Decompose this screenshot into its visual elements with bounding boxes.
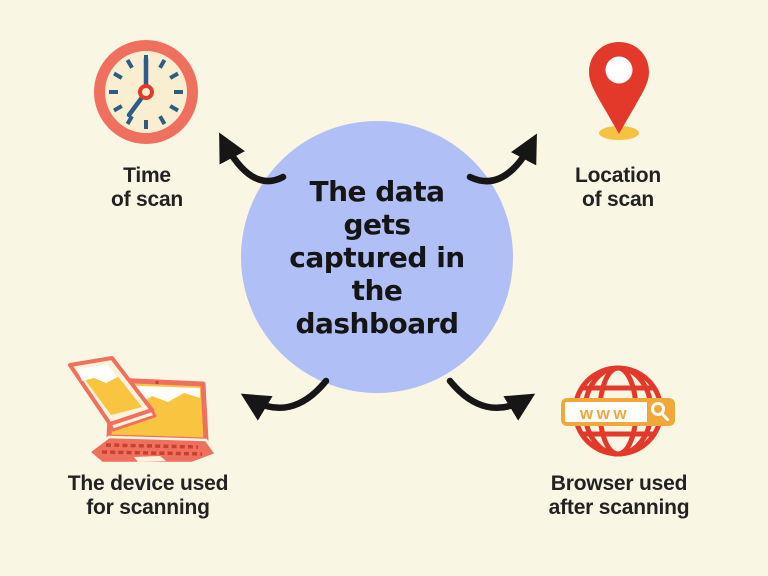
location-label-line-1: Location	[575, 164, 661, 187]
clock-icon	[94, 40, 198, 144]
location-label-line-2: of scan	[581, 188, 655, 211]
arrow-to-time	[219, 132, 287, 185]
device-label-line-2: for scanning	[86, 496, 210, 519]
device-used-label: The device used for scanning	[47, 472, 249, 520]
browser-label-line-1: Browser used	[550, 472, 688, 495]
time-label-line-1: Time	[123, 164, 171, 187]
laptop-icon	[68, 356, 218, 465]
arrow-to-device	[240, 377, 330, 421]
time-of-scan-label: Time of scan	[67, 164, 227, 212]
arrow-to-browser	[446, 377, 536, 421]
central-title-line-5: dashboard	[295, 306, 459, 340]
central-title-line-3: captured in	[289, 240, 465, 274]
central-title-line-2: gets	[343, 207, 411, 241]
browser-used-label: Browser used after scanning	[518, 472, 720, 520]
central-title-line-1: The data	[309, 174, 445, 208]
time-label-line-2: of scan	[110, 188, 184, 211]
central-circle: The data gets captured in the dashboard	[241, 121, 513, 393]
www-text: www	[579, 404, 630, 423]
globe-www-icon: www	[561, 365, 675, 457]
device-label-line-1: The device used	[67, 472, 229, 495]
central-title-line-4: the	[351, 273, 403, 307]
arrow-to-location	[466, 133, 537, 185]
location-pin-icon	[589, 42, 649, 140]
location-of-scan-label: Location of scan	[538, 164, 698, 212]
browser-label-line-2: after scanning	[548, 496, 690, 519]
www-search-bar: www	[561, 398, 675, 426]
magnifier-icon	[651, 402, 669, 421]
central-title: The data gets captured in the dashboard	[289, 174, 465, 340]
